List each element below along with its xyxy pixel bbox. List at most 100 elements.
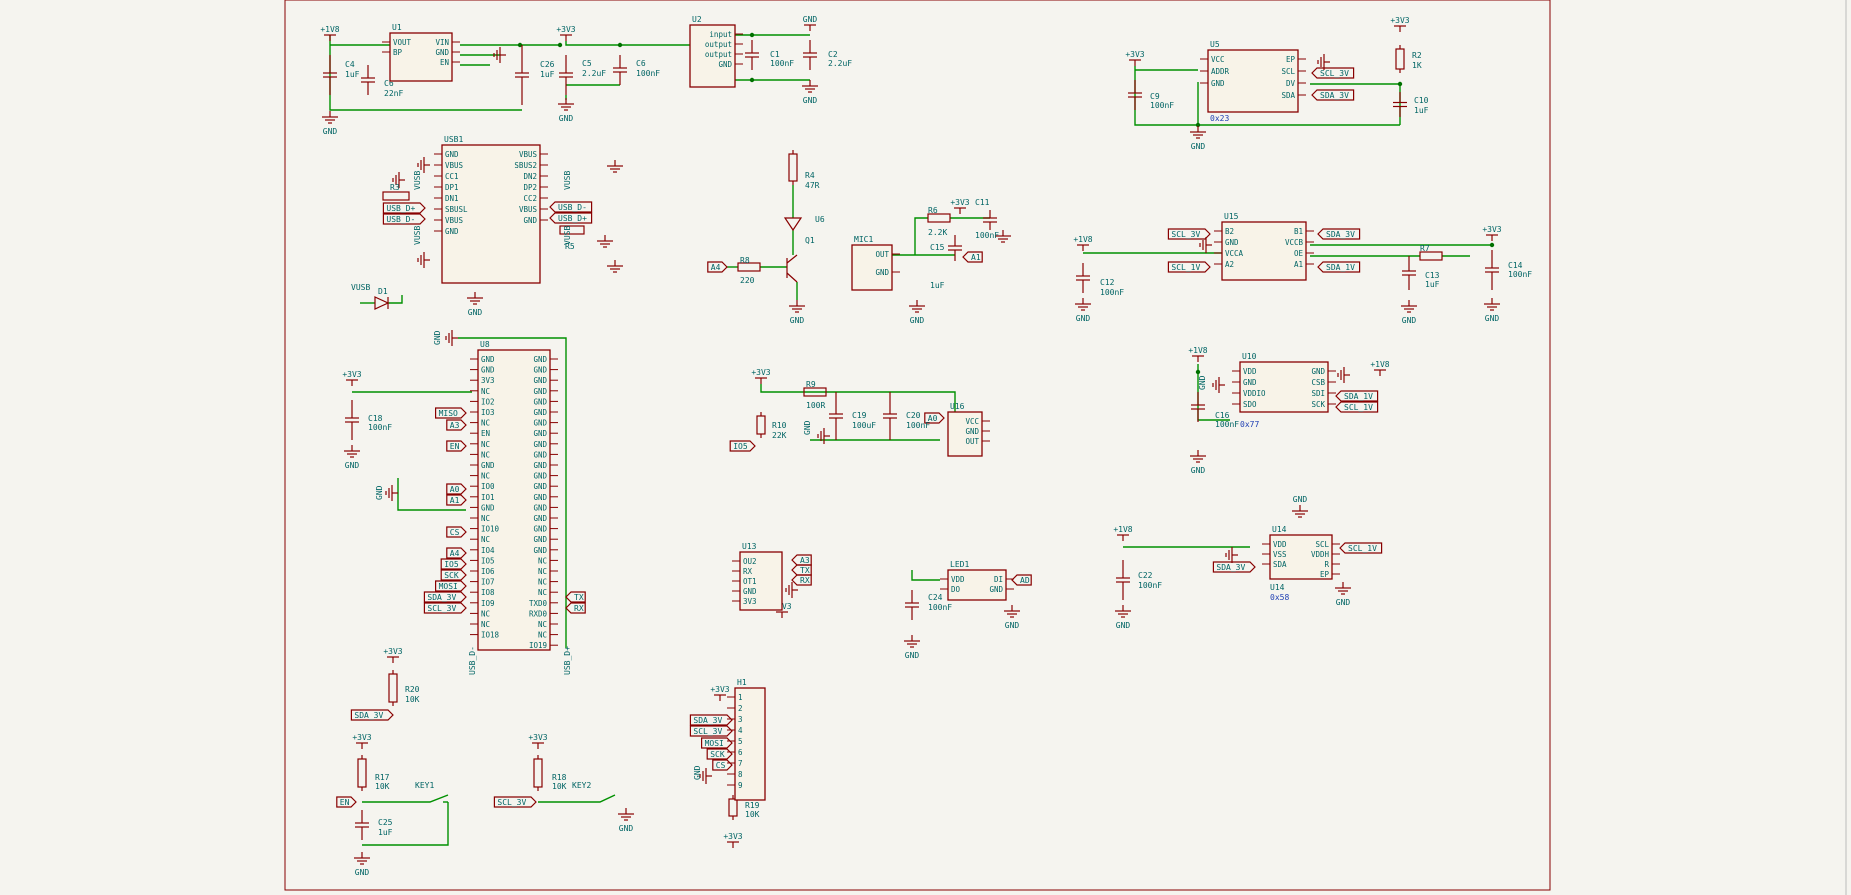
wire [362,794,449,803]
junction [617,42,623,48]
label: R17 [375,773,390,782]
resistor-body [1395,48,1405,70]
pin-name: IO6 [481,567,495,576]
component-u8[interactable]: GNDGND3V3NCIO2IO3NCENNCNCGNDNCIO0IO1GNDN… [470,349,558,651]
gnd-label: GND [345,461,360,470]
label: C1 [770,50,780,59]
wire [362,802,449,846]
pin-name: GND [481,503,495,512]
ref-designator: U13 [742,542,757,551]
pin-name: IO7 [481,578,495,587]
ref-designator: U1 [392,23,402,32]
label: C12 [1100,278,1115,287]
component-body [477,349,551,651]
pin-name: GND [533,366,547,375]
pin-name: GND [533,376,547,385]
pin-name: A1 [1294,260,1303,269]
global-label-flag [791,564,812,576]
gnd-label: GND [1116,621,1131,630]
component-body [947,411,983,457]
label: 100nF [1508,270,1532,279]
pin-name: NC [481,387,490,396]
label: R7 [1420,244,1430,253]
pin-name: R [1324,560,1329,569]
component-body [1207,49,1299,113]
component-body [689,24,736,88]
label: 100nF [1150,101,1174,110]
label: C9 [1150,92,1160,101]
pin-name: NC [481,472,490,481]
pin-name: GND [481,461,495,470]
component-body [739,551,783,611]
junction [1489,242,1495,248]
power-label: +3V3 [342,370,361,379]
global-label: RX [800,576,810,585]
gnd-label: GND [1191,142,1206,151]
global-label: MISO [439,409,458,418]
resistor-body [1419,251,1443,261]
global-label: USB_D+ [563,646,572,675]
pin-name: B2 [1225,227,1234,236]
power-label: +3V3 [1125,50,1144,59]
label: 100nF [1138,581,1162,590]
global-label-flag [1311,67,1355,79]
text-layer: +1V8C41uFGNDU1C622nFC261uF+3V3C52.2uFGND… [320,15,1532,877]
pin-name: VBUS [519,205,538,214]
label: 1uF [1425,280,1440,289]
pin-name: VDD [1243,367,1257,376]
pin-name: GND [533,408,547,417]
label: 100R [806,401,825,410]
gnd-label: GND [905,651,920,660]
global-label-flag [565,602,586,614]
wire [565,41,690,46]
pin-name: CC2 [523,194,537,203]
pin-name: 7 [738,759,743,768]
label: 1uF [930,281,945,290]
gnd-label: GND [323,127,338,136]
pin-name: VBUS [519,150,538,159]
global-label: RX [574,604,584,613]
global-label: A1 [450,496,460,505]
global-label: A0 [928,414,938,423]
wire [914,217,928,255]
global-label: SCL_3V [1320,69,1349,78]
label: C15 [930,243,945,252]
pin-name: GND [533,440,547,449]
power-label: GND [803,15,818,24]
ref-designator: U14 [1272,525,1287,534]
power-label: +3V3 [1482,225,1501,234]
label: R2 [1412,51,1422,60]
label: D1 [378,287,388,296]
global-label: A4 [711,263,721,272]
global-label: SCL_3V [497,798,526,807]
global-label-flag [689,725,733,737]
label: 22nF [384,89,403,98]
pin-name: DP2 [523,183,537,192]
pin-name: SDO [1243,400,1257,409]
label: C25 [378,818,393,827]
global-label: SDA_1V [1344,392,1373,401]
global-label: SCL_3V [427,604,456,613]
pin-name: NC [538,631,547,640]
label: 22K [772,431,787,440]
pin-name: GND [533,472,547,481]
global-label: A3 [450,421,460,430]
component-usb1[interactable]: GNDVBUSCC1DP1DN1SBUSLVBUSGNDVBUSSBUS2DN2… [434,144,548,284]
pin-name: CSB [1311,378,1325,387]
label: 100nF [906,421,930,430]
pin-name: IO9 [481,599,495,608]
pin-name: NC [481,535,490,544]
pin-name: output [705,40,732,49]
